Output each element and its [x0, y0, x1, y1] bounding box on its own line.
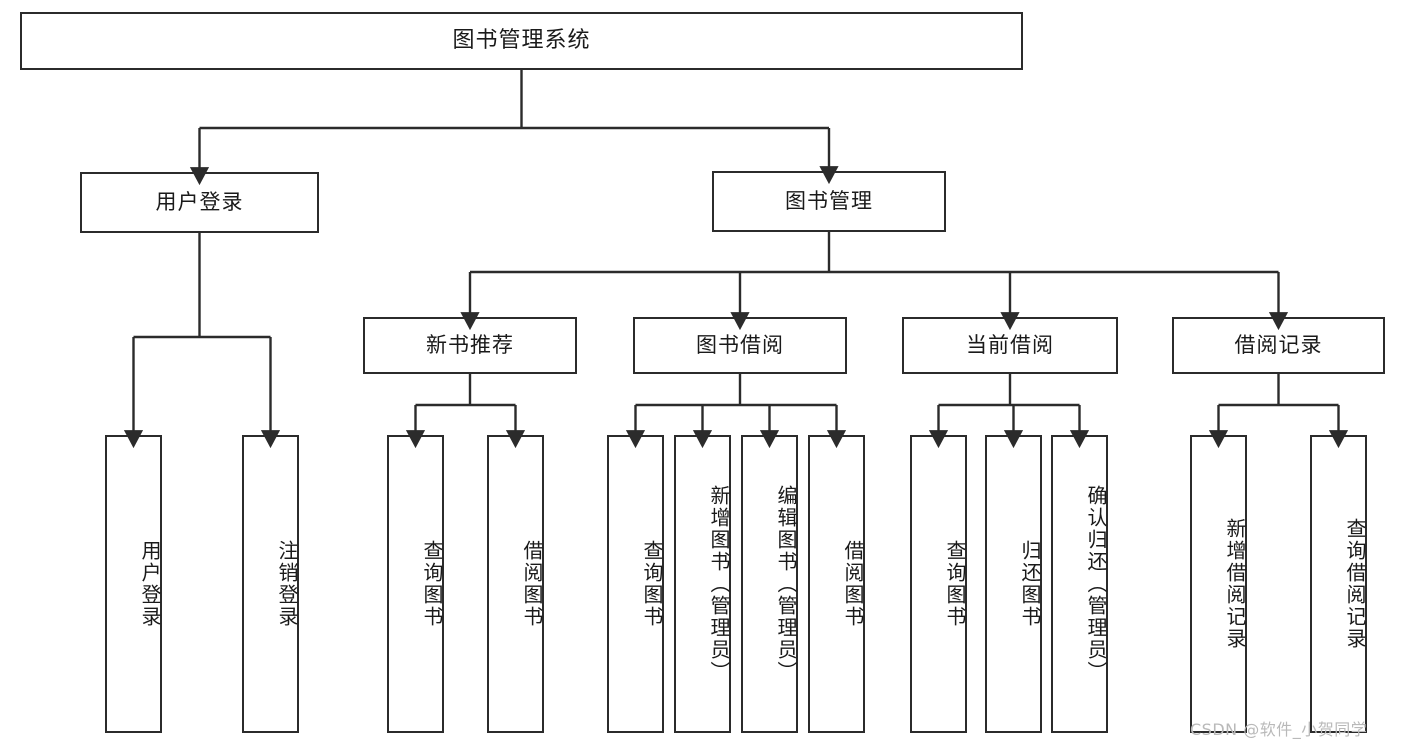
node-label: 用户登录 — [138, 540, 162, 628]
node-leaf-edit-book[interactable]: 编辑图书（管理员） — [741, 435, 798, 733]
node-label: 用户登录 — [155, 189, 244, 214]
node-leaf-query-book-1[interactable]: 查询图书 — [387, 435, 444, 733]
node-label: 新书推荐 — [426, 332, 514, 357]
node-current-borrow[interactable]: 当前借阅 — [902, 317, 1118, 374]
node-borrow-record[interactable]: 借阅记录 — [1172, 317, 1385, 374]
node-label: 当前借阅 — [966, 332, 1054, 357]
csdn-watermark: CSDN @软件_小贺同学 — [1190, 720, 1368, 739]
node-leaf-confirm-return[interactable]: 确认归还（管理员） — [1051, 435, 1108, 733]
node-label: 新增图书（管理员） — [707, 485, 731, 683]
node-leaf-return-book[interactable]: 归还图书 — [985, 435, 1042, 733]
node-leaf-add-book[interactable]: 新增图书（管理员） — [674, 435, 731, 733]
node-label: 借阅记录 — [1234, 332, 1323, 357]
node-leaf-query-book-3[interactable]: 查询图书 — [910, 435, 967, 733]
node-leaf-query-book-2[interactable]: 查询图书 — [607, 435, 664, 733]
node-label: 新增借阅记录 — [1223, 518, 1247, 650]
node-leaf-borrow-book-1[interactable]: 借阅图书 — [487, 435, 544, 733]
node-leaf-borrow-book-2[interactable]: 借阅图书 — [808, 435, 865, 733]
node-leaf-logout[interactable]: 注销登录 — [242, 435, 299, 733]
node-label: 查询图书 — [420, 540, 444, 628]
node-leaf-query-record[interactable]: 查询借阅记录 — [1310, 435, 1367, 733]
node-label: 图书借阅 — [696, 332, 784, 357]
node-label: 借阅图书 — [520, 540, 544, 628]
node-label: 查询借阅记录 — [1343, 518, 1367, 650]
node-label: 确认归还（管理员） — [1084, 485, 1108, 683]
node-book-borrow[interactable]: 图书借阅 — [633, 317, 847, 374]
node-label: 查询图书 — [640, 540, 664, 628]
node-leaf-user-login[interactable]: 用户登录 — [105, 435, 162, 733]
node-root[interactable]: 图书管理系统 — [20, 12, 1023, 70]
node-label: 图书管理 — [785, 188, 873, 213]
node-label: 查询图书 — [943, 540, 967, 628]
node-book-manage[interactable]: 图书管理 — [712, 171, 946, 232]
node-leaf-add-record[interactable]: 新增借阅记录 — [1190, 435, 1247, 733]
node-user-login[interactable]: 用户登录 — [80, 172, 319, 233]
node-label: 编辑图书（管理员） — [774, 485, 798, 683]
node-label: 图书管理系统 — [452, 27, 591, 53]
node-label: 归还图书 — [1018, 540, 1042, 628]
node-label: 注销登录 — [275, 540, 299, 628]
node-label: 借阅图书 — [841, 540, 865, 628]
node-new-book-rec[interactable]: 新书推荐 — [363, 317, 577, 374]
